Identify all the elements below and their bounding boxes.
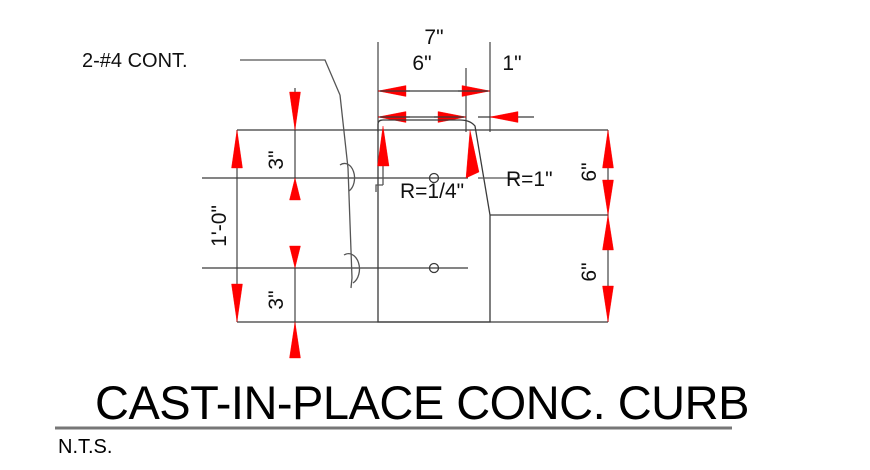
rebar-circle-lower: [428, 262, 440, 274]
rebar-leader-hook-lower: [343, 253, 361, 284]
dim-label-top-offset: 1": [502, 52, 521, 75]
rebar-leader-horizontal: [240, 59, 341, 96]
dim-label-cover-upper: 3": [265, 150, 288, 169]
arrowhead-radius-left: [377, 125, 390, 167]
rebar-callout-label: 2-#4 CONT.: [82, 50, 188, 72]
dim-label-top-inner: 6": [412, 52, 431, 75]
arrowhead-overall-bottom: [231, 283, 243, 323]
arrowhead-cover-lower-bottom: [289, 321, 301, 359]
dim-label-cover-lower: 3": [265, 290, 288, 309]
arrowhead-overall-top: [231, 129, 243, 169]
arrowhead-cover-upper-bottom: [289, 177, 301, 201]
arrowhead-1in: [489, 111, 519, 123]
radius-left-label: R=1/4": [400, 180, 464, 203]
dim-label-overall-height: 1'-0": [208, 205, 231, 247]
curb-profile-outline: [377, 119, 491, 323]
arrowhead-radius-right: [465, 129, 480, 179]
dim-label-right-lower: 6": [578, 262, 601, 281]
arrowhead-right-lower-bottom: [602, 285, 614, 323]
arrowhead-right-upper-top: [602, 129, 614, 169]
arrowhead-right-upper-bottom: [602, 179, 614, 216]
arrowhead-cover-upper-top: [289, 91, 301, 131]
arrowhead-right-lower-top: [602, 214, 614, 251]
radius-right-label: R=1": [506, 168, 553, 191]
rebar-leader-vertical: [339, 94, 353, 289]
radius-left-leader-tail: [375, 184, 383, 192]
arrowhead-cover-lower-top: [289, 245, 301, 269]
rebar-leader-hook-upper: [339, 162, 356, 192]
dim-label-right-upper: 6": [578, 162, 601, 181]
drawing-title: CAST-IN-PLACE CONC. CURB: [95, 376, 749, 429]
scale-note: N.T.S.: [58, 436, 112, 458]
rebar-circle-upper: [428, 172, 440, 184]
dim-label-top-overall: 7": [424, 26, 443, 49]
